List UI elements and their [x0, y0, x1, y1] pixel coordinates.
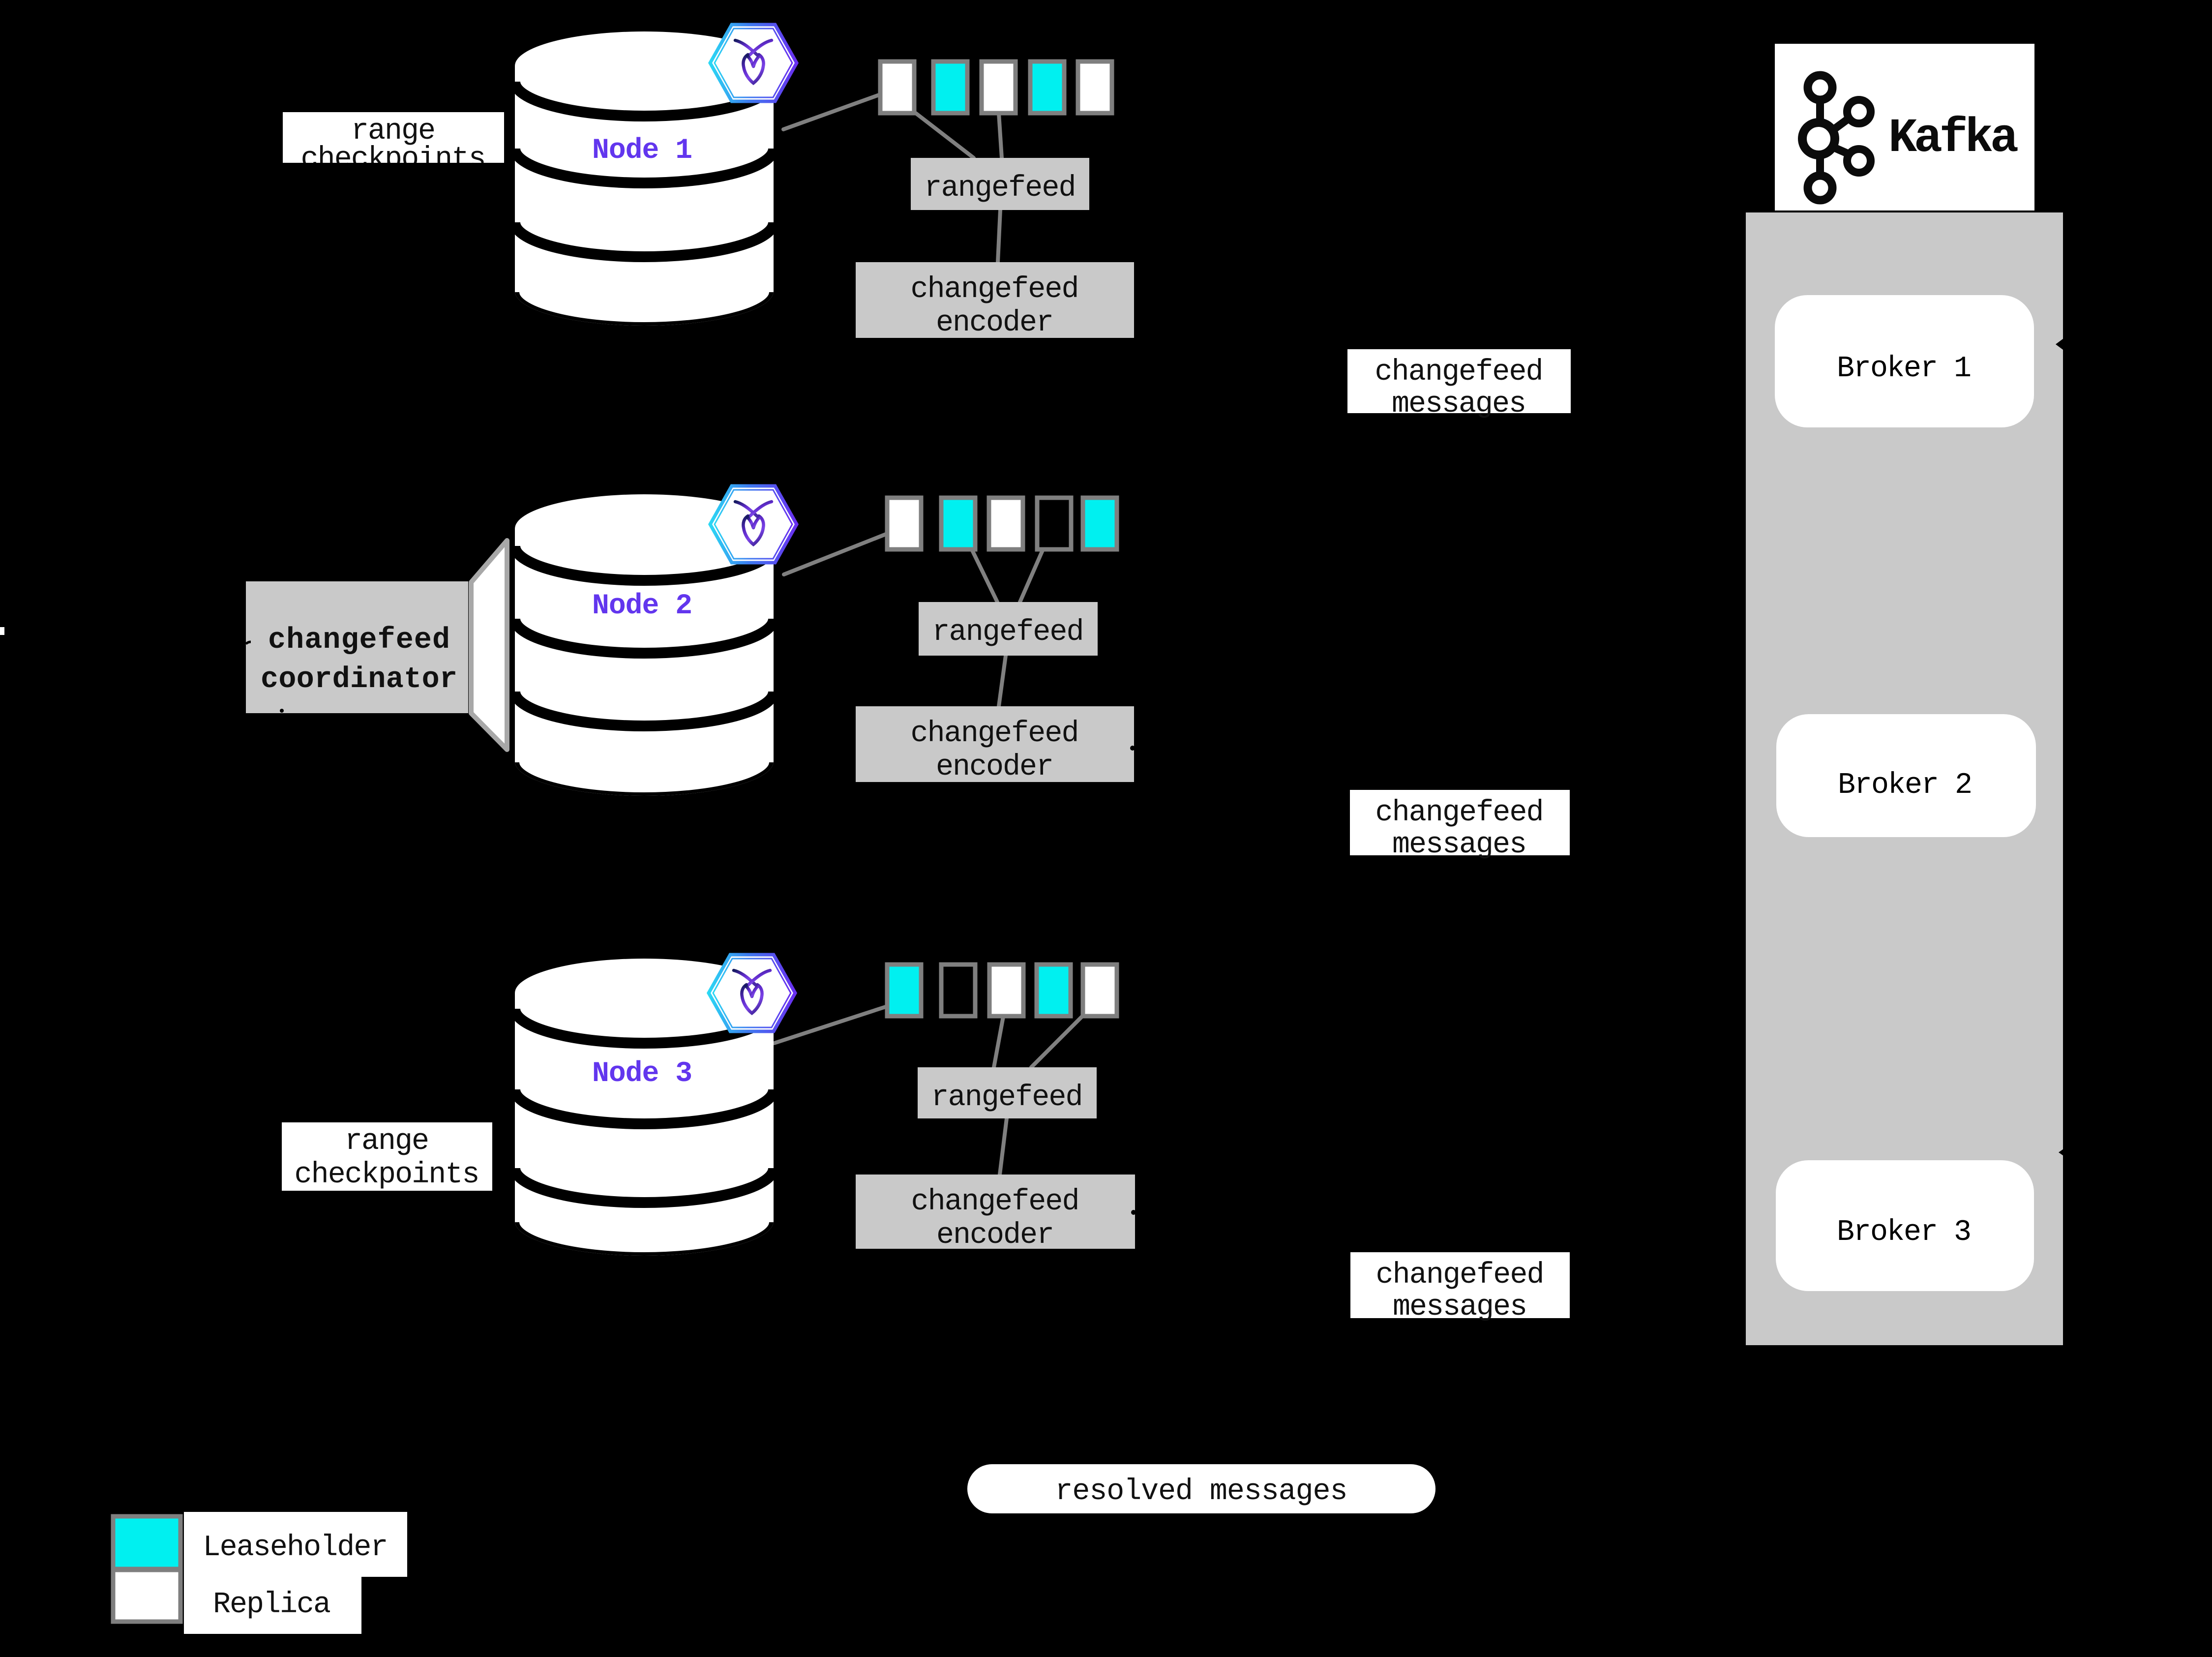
svg-text:Leaseholder: Leaseholder — [203, 1531, 389, 1565]
svg-text:changefeed: changefeed — [268, 624, 450, 657]
svg-text:messages: messages — [1392, 388, 1526, 421]
svg-text:Broker 3: Broker 3 — [1837, 1216, 1972, 1249]
svg-text:messages: messages — [1392, 828, 1527, 862]
svg-text:checkpoints: checkpoints — [295, 1158, 480, 1192]
svg-text:Replica: Replica — [213, 1588, 331, 1622]
svg-text:encoder: encoder — [936, 1219, 1054, 1252]
svg-text:range: range — [351, 115, 436, 148]
svg-text:changefeed: changefeed — [1375, 356, 1544, 389]
svg-text:Broker 1: Broker 1 — [1837, 352, 1972, 386]
svg-text:range: range — [345, 1125, 429, 1158]
svg-text:changefeed: changefeed — [1376, 1259, 1545, 1292]
svg-text:encoder: encoder — [936, 306, 1054, 340]
svg-text:changefeed: changefeed — [911, 273, 1079, 306]
svg-text:messages: messages — [1393, 1291, 1527, 1324]
svg-text:encoder: encoder — [936, 751, 1054, 784]
svg-text:Node 3: Node 3 — [592, 1058, 692, 1090]
svg-text:Broker 2: Broker 2 — [1838, 769, 1973, 802]
svg-text:rangefeed: rangefeed — [925, 172, 1076, 205]
svg-text:checkpoints: checkpoints — [301, 143, 486, 176]
svg-text:Kafka: Kafka — [1888, 112, 2019, 166]
svg-text:Node 1: Node 1 — [592, 135, 692, 167]
svg-text:Node 2: Node 2 — [592, 590, 692, 622]
svg-text:changefeed: changefeed — [1375, 796, 1544, 830]
svg-text:rangefeed: rangefeed — [931, 1081, 1083, 1115]
svg-text:changefeed: changefeed — [911, 1185, 1080, 1219]
svg-text:changefeed: changefeed — [911, 717, 1079, 751]
svg-text:coordinator: coordinator — [261, 663, 457, 696]
svg-text:resolved messages: resolved messages — [1055, 1475, 1348, 1508]
svg-text:rangefeed: rangefeed — [932, 616, 1084, 649]
